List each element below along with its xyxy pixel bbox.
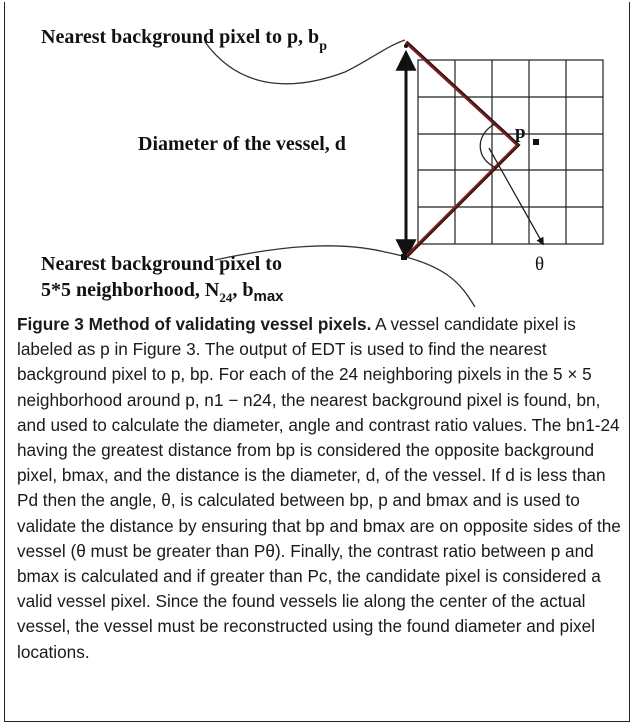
angle-path (404, 40, 521, 259)
pixel-p-marker (533, 139, 539, 145)
label-theta: θ (535, 254, 544, 275)
label-bmax-line2: 5*5 neighborhood, N24, bmax (41, 279, 284, 305)
vessel-upper-boundary (204, 39, 406, 85)
caption-title: Figure 3 Method of validating vessel pix… (17, 314, 372, 334)
theta-arc (479, 123, 498, 169)
figure-frame: Nearest background pixel to p, bp Diamet… (4, 2, 630, 722)
label-diameter: Diameter of the vessel, d (138, 133, 346, 155)
figure-caption: Figure 3 Method of validating vessel pix… (17, 312, 621, 665)
bmax-point (401, 254, 407, 260)
bp-point (404, 44, 408, 48)
caption-text: A vessel candidate pixel is labeled as p… (17, 314, 621, 662)
vessel-lower-boundary (214, 245, 476, 307)
label-bmax-line1: Nearest background pixel to (41, 253, 282, 275)
label-bp: Nearest background pixel to p, bp (41, 26, 327, 54)
label-p: p (515, 122, 526, 143)
vessel-diagram: Nearest background pixel to p, bp Diamet… (41, 26, 604, 307)
theta-pointer (488, 147, 544, 246)
neighborhood-grid (417, 59, 604, 245)
